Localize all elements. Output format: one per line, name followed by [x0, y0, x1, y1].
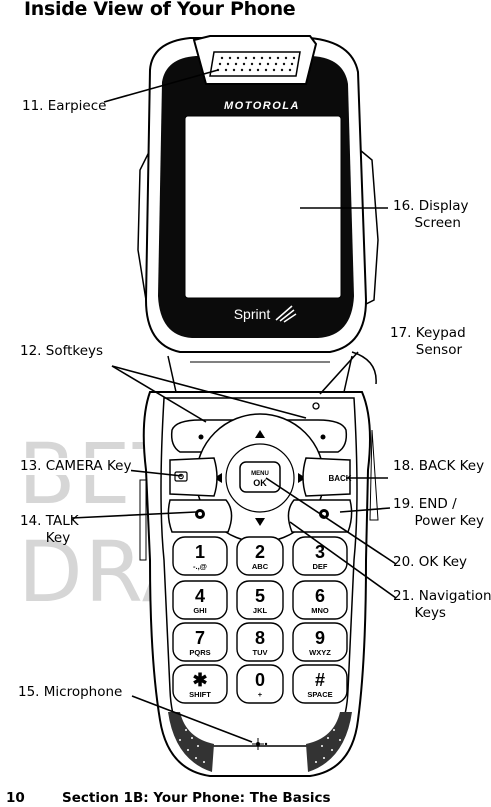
- page-title: Inside View of Your Phone: [24, 0, 296, 20]
- callout-navigation-keys: 21. Navigation Keys: [393, 588, 491, 621]
- key-digit: 5: [255, 586, 265, 606]
- brand-logo: MOTOROLA: [224, 100, 300, 112]
- ok-label: OK: [253, 478, 267, 488]
- key-letters: GHI: [193, 606, 206, 615]
- key-digit: ✱: [192, 670, 207, 690]
- nav-left-icon: [214, 473, 222, 483]
- carrier-logo: Sprint: [234, 306, 271, 322]
- keypad-key-11[interactable]: 0+: [236, 664, 284, 704]
- key-letters: DEF: [313, 562, 328, 571]
- key-digit: 4: [195, 586, 205, 606]
- microphone-grill: [168, 712, 352, 772]
- camera-key[interactable]: [169, 457, 218, 497]
- key-letters: MNO: [311, 606, 329, 615]
- callout-earpiece: 11. Earpiece: [22, 98, 107, 114]
- callout-microphone: 15. Microphone: [18, 684, 123, 700]
- key-digit: 9: [315, 628, 325, 648]
- key-digit: 6: [315, 586, 325, 606]
- key-digit: #: [315, 670, 325, 690]
- key-digit: 8: [255, 628, 265, 648]
- keypad-key-1[interactable]: 1-.,@: [172, 536, 228, 576]
- talk-key[interactable]: [167, 499, 233, 533]
- key-letters: JKL: [253, 606, 268, 615]
- key-letters: ABC: [252, 562, 269, 571]
- number-keypad: 1-.,@2ABC3DEF4GHI5JKL6MNO7PQRS8TUV9WXYZ✱…: [172, 536, 348, 704]
- nav-up-icon: [255, 430, 265, 438]
- back-label: BACK: [328, 474, 351, 483]
- nav-down-icon: [255, 518, 265, 526]
- page-number: 10: [6, 790, 25, 806]
- callout-keypad-sensor: 17. Keypad Sensor: [390, 325, 466, 358]
- callout-back-key: 18. BACK Key: [393, 458, 485, 475]
- nav-right-icon: [298, 473, 306, 483]
- callout-talk-key: 14. TALK Key: [20, 513, 79, 546]
- key-letters: SPACE: [307, 690, 332, 699]
- callout-camera-key: 13. CAMERA Key: [20, 458, 132, 475]
- menu-label: MENU: [251, 471, 269, 477]
- keypad-sensor: [312, 402, 320, 410]
- callout-end-power-key: 19. END / Power Key: [393, 496, 485, 529]
- key-letters: SHIFT: [189, 690, 211, 699]
- key-digit: 7: [195, 628, 205, 648]
- key-letters: +: [258, 690, 263, 699]
- keypad-key-12[interactable]: #SPACE: [292, 664, 348, 704]
- callout-display-screen: 16. Display Screen: [393, 198, 469, 231]
- key-digit: 2: [255, 542, 265, 562]
- keypad-key-10[interactable]: ✱SHIFT: [172, 664, 228, 704]
- callout-ok-key: 20. OK Key: [393, 554, 468, 570]
- section-title: Section 1B: Your Phone: The Basics: [62, 790, 331, 806]
- back-key[interactable]: BACK: [302, 457, 352, 497]
- key-letters: -.,@: [193, 562, 207, 571]
- earpiece-grill: [192, 35, 318, 85]
- key-digit: 3: [315, 542, 325, 562]
- key-letters: TUV: [253, 648, 268, 657]
- key-letters: WXYZ: [309, 648, 331, 657]
- callout-softkeys: 12. Softkeys: [20, 343, 104, 359]
- key-letters: PQRS: [189, 648, 210, 657]
- display-screen: [184, 115, 342, 299]
- ok-key[interactable]: MENU OK: [239, 461, 281, 493]
- callout-lines: [71, 69, 397, 743]
- carrier-wing-icon: [275, 305, 297, 323]
- key-digit: 0: [255, 670, 265, 690]
- key-digit: 1: [195, 542, 205, 562]
